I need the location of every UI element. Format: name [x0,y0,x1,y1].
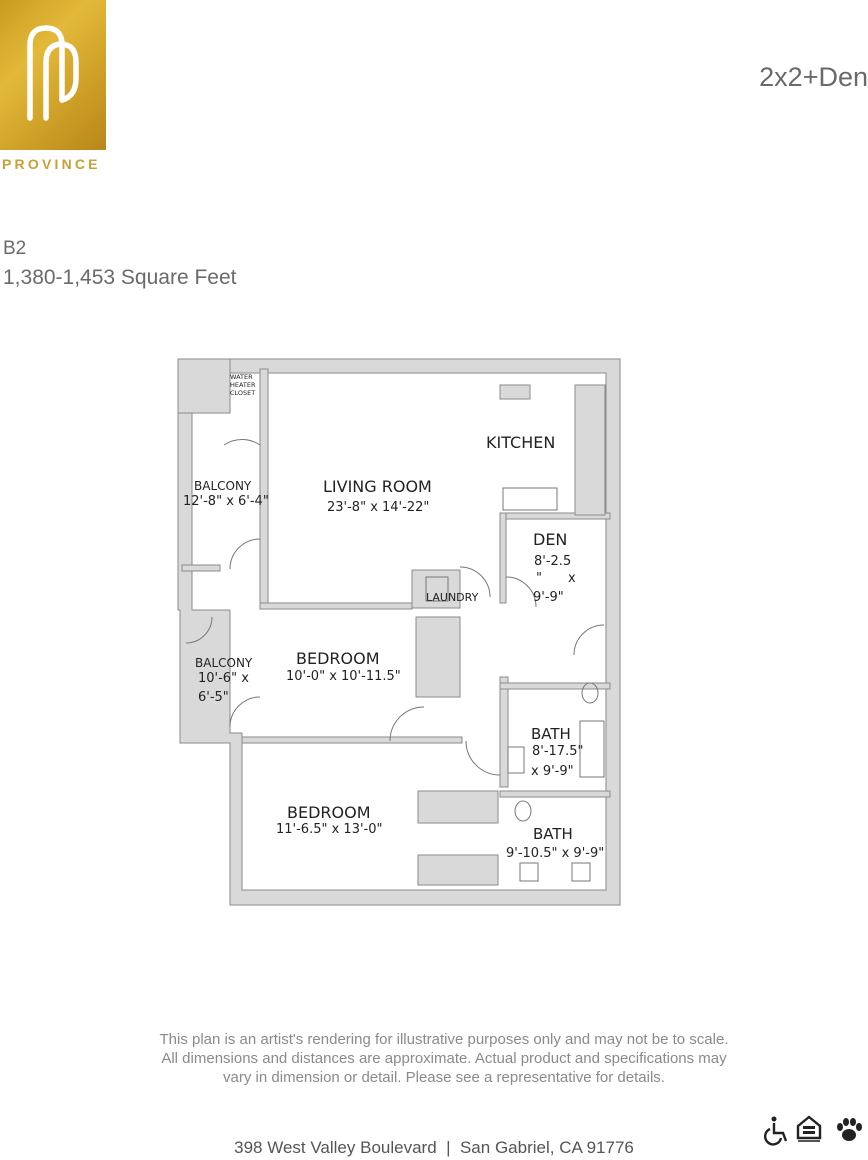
den-dimensions-x: x [568,571,576,586]
laundry-label: LAUNDRY [426,591,479,604]
plan-walls [177,358,621,906]
plan-fixtures [185,439,605,882]
living-room-label: LIVING ROOM [323,477,432,496]
unit-code: B2 [3,238,27,259]
bath-2-label: BATH [533,825,573,843]
kitchen-label: KITCHEN [486,433,555,452]
balcony-lower-label: BALCONY [195,656,253,670]
bedroom-2-label: BEDROOM [287,803,371,822]
balcony-top-dimensions: 12'-8" x 6'-4" [183,494,269,509]
bath-2-dimensions: 9'-10.5" x 9'-9" [506,846,604,861]
water-heater-label-line3: CLOSET [230,389,255,397]
balcony-lower-dimensions-line1: 10'-6" x [198,671,249,686]
province-monogram-icon [27,25,79,121]
den-dimensions-line1: 8'-2.5 [534,554,571,569]
bath-1-dimensions-line2: x 9'-9" [531,764,574,779]
bedroom-1-dimensions: 10'-0" x 10'-11.5" [286,669,401,684]
water-heater-label-line1: WATER [230,373,253,381]
wheelchair-accessible-icon [763,1116,788,1146]
bath-1-label: BATH [531,725,571,743]
disclaimer-line-2: All dimensions and distances are approxi… [161,1050,727,1067]
equal-housing-opportunity-icon [796,1115,822,1142]
floor-plan: WATER HEATER CLOSET KITCHEN LIVING ROOM … [177,358,621,906]
disclaimer-line-1: This plan is an artist's rendering for i… [159,1031,729,1048]
plan-type: 2x2+Den [759,62,868,92]
bedroom-2-dimensions: 11'-6.5" x 13'-0" [276,822,382,837]
den-dimensions-line2: " [536,571,542,586]
brand-logo [0,0,106,150]
water-heater-label-line2: HEATER [230,381,256,389]
disclaimer-line-3: vary in dimension or detail. Please see … [223,1069,665,1086]
unit-square-feet: 1,380-1,453 Square Feet [3,266,237,289]
bath-1-dimensions-line1: 8'-17.5" [532,744,583,759]
disclaimer: This plan is an artist's rendering for i… [100,1030,788,1087]
balcony-lower-dimensions-line2: 6'-5" [198,690,229,705]
brand-name: PROVINCE [2,156,101,172]
property-address: 398 West Valley Boulevard | San Gabriel,… [234,1138,634,1157]
living-room-dimensions: 23'-8" x 14'-22" [327,500,429,515]
den-dimensions-line3: 9'-9" [533,590,564,605]
pet-friendly-paw-icon [837,1118,862,1141]
balcony-top-label: BALCONY [194,479,252,493]
bedroom-1-label: BEDROOM [296,649,380,668]
room-labels: WATER HEATER CLOSET KITCHEN LIVING ROOM … [183,373,604,861]
den-label: DEN [533,530,567,549]
footer-icons [763,1114,864,1151]
